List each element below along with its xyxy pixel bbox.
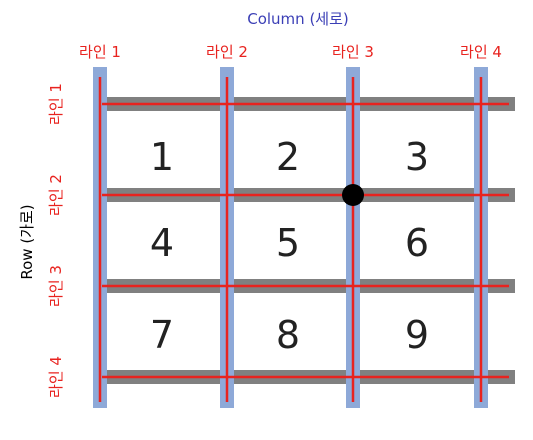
row-title: Row (가로) — [18, 204, 36, 279]
column-line-label: 라인 4 — [460, 43, 502, 61]
cell-number: 9 — [405, 313, 429, 357]
line-labels: 라인 1 라인 2 라인 3 라인 4 라인 1 라인 2 라인 3 라인 4 — [47, 43, 502, 398]
row-line-label: 라인 4 — [47, 356, 65, 398]
column-line-label: 라인 3 — [332, 43, 374, 61]
row-line-label: 라인 2 — [47, 174, 65, 216]
column-title: Column (세로) — [247, 10, 349, 28]
cell-number: 3 — [405, 135, 429, 179]
cell-number: 2 — [276, 135, 300, 179]
grid-lines — [98, 77, 509, 402]
cell-number: 8 — [276, 313, 300, 357]
column-line-label: 라인 1 — [79, 43, 121, 61]
cell-numbers: 1 2 3 4 5 6 7 8 9 — [150, 135, 429, 357]
cell-number: 1 — [150, 135, 174, 179]
cell-number: 6 — [405, 221, 429, 265]
column-line-label: 라인 2 — [206, 43, 248, 61]
cell-number: 7 — [150, 313, 174, 357]
cell-number: 5 — [276, 221, 300, 265]
cell-number: 4 — [150, 221, 174, 265]
row-line-label: 라인 3 — [47, 265, 65, 307]
intersection-marker — [342, 184, 364, 206]
row-line-label: 라인 1 — [47, 83, 65, 125]
